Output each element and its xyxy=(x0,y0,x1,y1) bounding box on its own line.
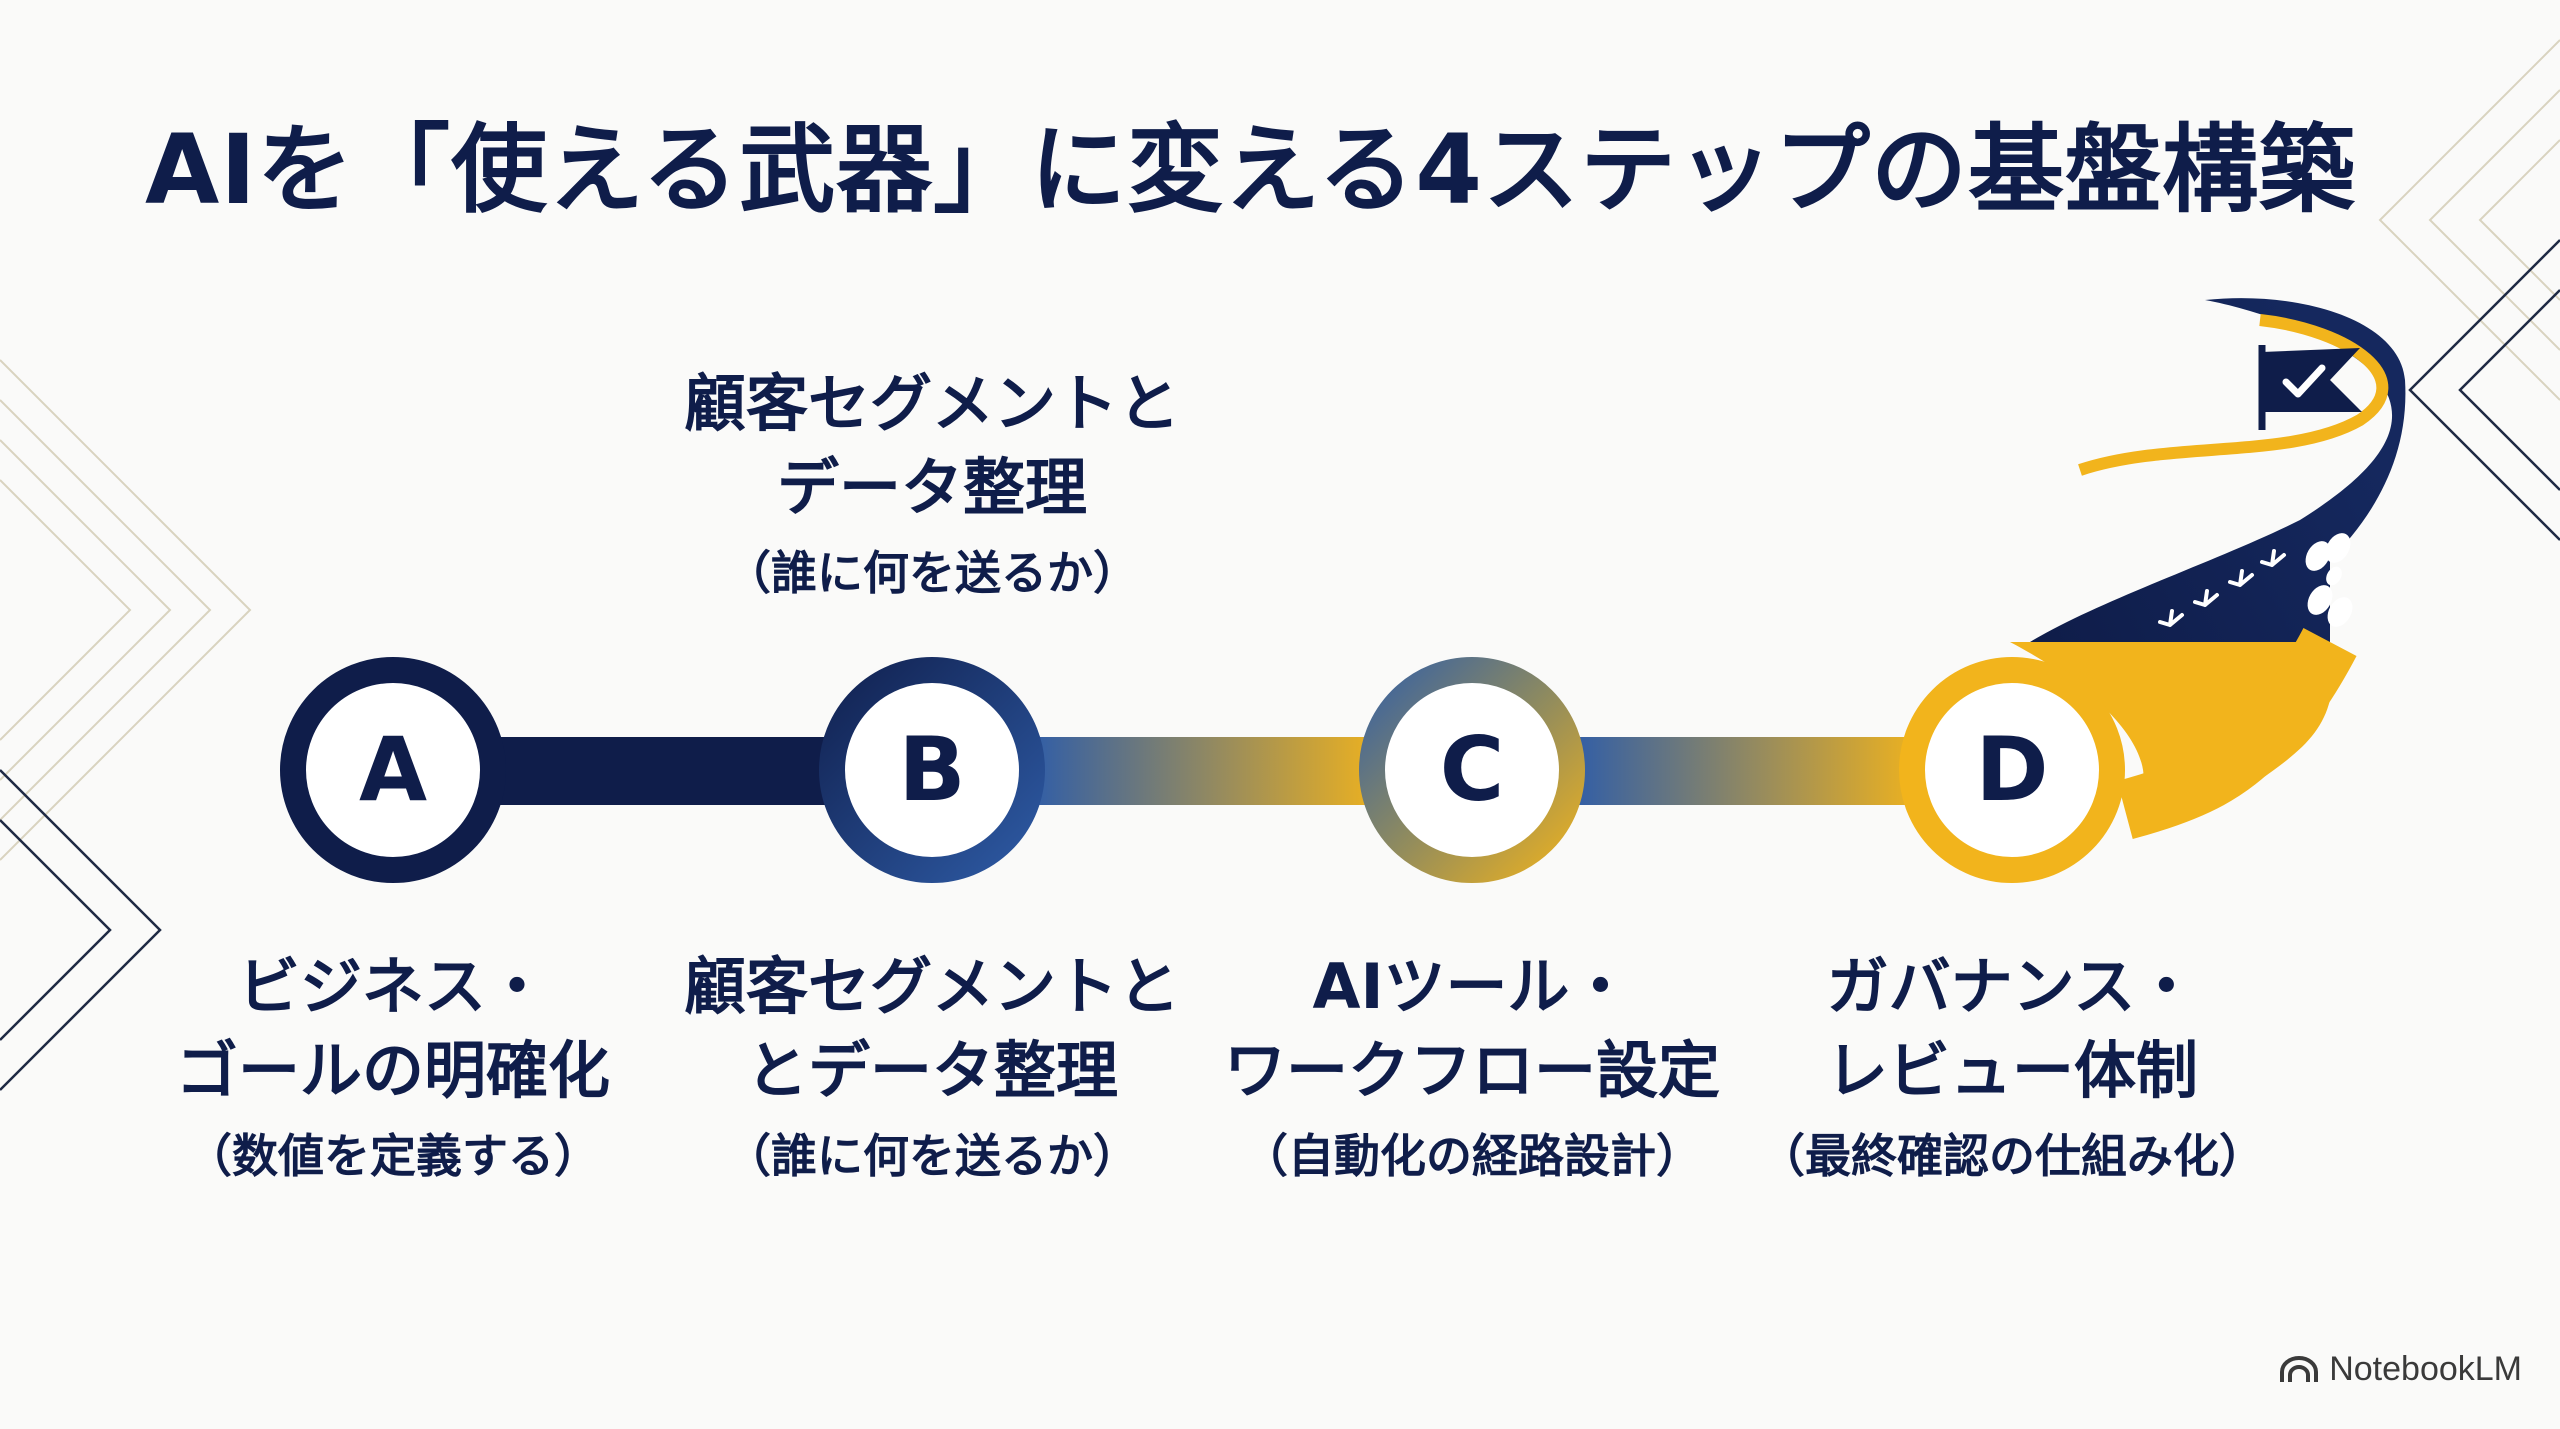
step-circle-c xyxy=(1359,657,1585,883)
step-c-label: AIツール・ ワークフロー設定 （自動化の経路設計） xyxy=(1197,945,1747,1191)
step-b: B xyxy=(819,657,1045,883)
step-a-title-line-2: ゴールの明確化 xyxy=(175,1034,610,1107)
step-b-title-line-1: 顧客セグメントと xyxy=(683,950,1180,1023)
callout-sub: （誰に何を送るか） xyxy=(725,546,1139,600)
step-d-title-line-1: ガバナンス・ xyxy=(1826,950,2198,1023)
step-c-title-line-1: AIツール・ xyxy=(1312,950,1632,1023)
step-letter-b: B xyxy=(898,718,965,821)
step-circle-d xyxy=(1899,657,2125,883)
step-c: C xyxy=(1359,657,1585,883)
connector-a-b xyxy=(480,737,840,805)
step-a-subtitle: （数値を定義する） xyxy=(186,1129,600,1183)
step-letter-c: C xyxy=(1440,718,1505,821)
notebooklm-watermark: NotebookLM xyxy=(2279,1350,2522,1389)
step-letter-d: D xyxy=(1975,718,2048,821)
connector-c-d xyxy=(1555,737,1940,805)
step-b-callout: 顧客セグメントと データ整理 （誰に何を送るか） xyxy=(632,362,1232,608)
step-c-subtitle: （自動化の経路設計） xyxy=(1242,1129,1702,1183)
step-b-title-line-2: とデータ整理 xyxy=(745,1034,1118,1107)
step-a-title-line-1: ビジネス・ xyxy=(237,950,548,1023)
callout-line-2: データ整理 xyxy=(776,451,1087,524)
step-circle-b xyxy=(819,657,1045,883)
step-d-subtitle: （最終確認の仕組み化） xyxy=(1759,1129,2265,1183)
watermark-text: NotebookLM xyxy=(2329,1350,2522,1388)
step-a-label: ビジネス・ ゴールの明確化 （数値を定義する） xyxy=(118,945,668,1191)
checkmark-icon xyxy=(2282,364,2326,398)
step-d-title-line-2: レビュー体制 xyxy=(1825,1034,2198,1107)
callout-line-1: 顧客セグメントと xyxy=(683,367,1180,440)
footprints-icon xyxy=(2158,533,2353,627)
step-b-subtitle: （誰に何を送るか） xyxy=(725,1129,1139,1183)
page-title: AIを「使える武器」に変える4ステップの基盤構築 xyxy=(145,114,2357,226)
step-d-label: ガバナンス・ レビュー体制 （最終確認の仕組み化） xyxy=(1727,945,2297,1191)
step-a: A xyxy=(280,657,506,883)
step-b-label: 顧客セグメントと とデータ整理 （誰に何を送るか） xyxy=(652,945,1212,1191)
step-d: D xyxy=(1899,657,2125,883)
step-circle-a xyxy=(280,657,506,883)
notebooklm-logo-icon xyxy=(2280,1355,2319,1382)
goal-flag-icon xyxy=(2258,345,2362,430)
step-letter-a: A xyxy=(359,718,427,821)
connector-b-c xyxy=(1015,737,1400,805)
step-c-title-line-2: ワークフロー設定 xyxy=(1223,1034,1720,1107)
